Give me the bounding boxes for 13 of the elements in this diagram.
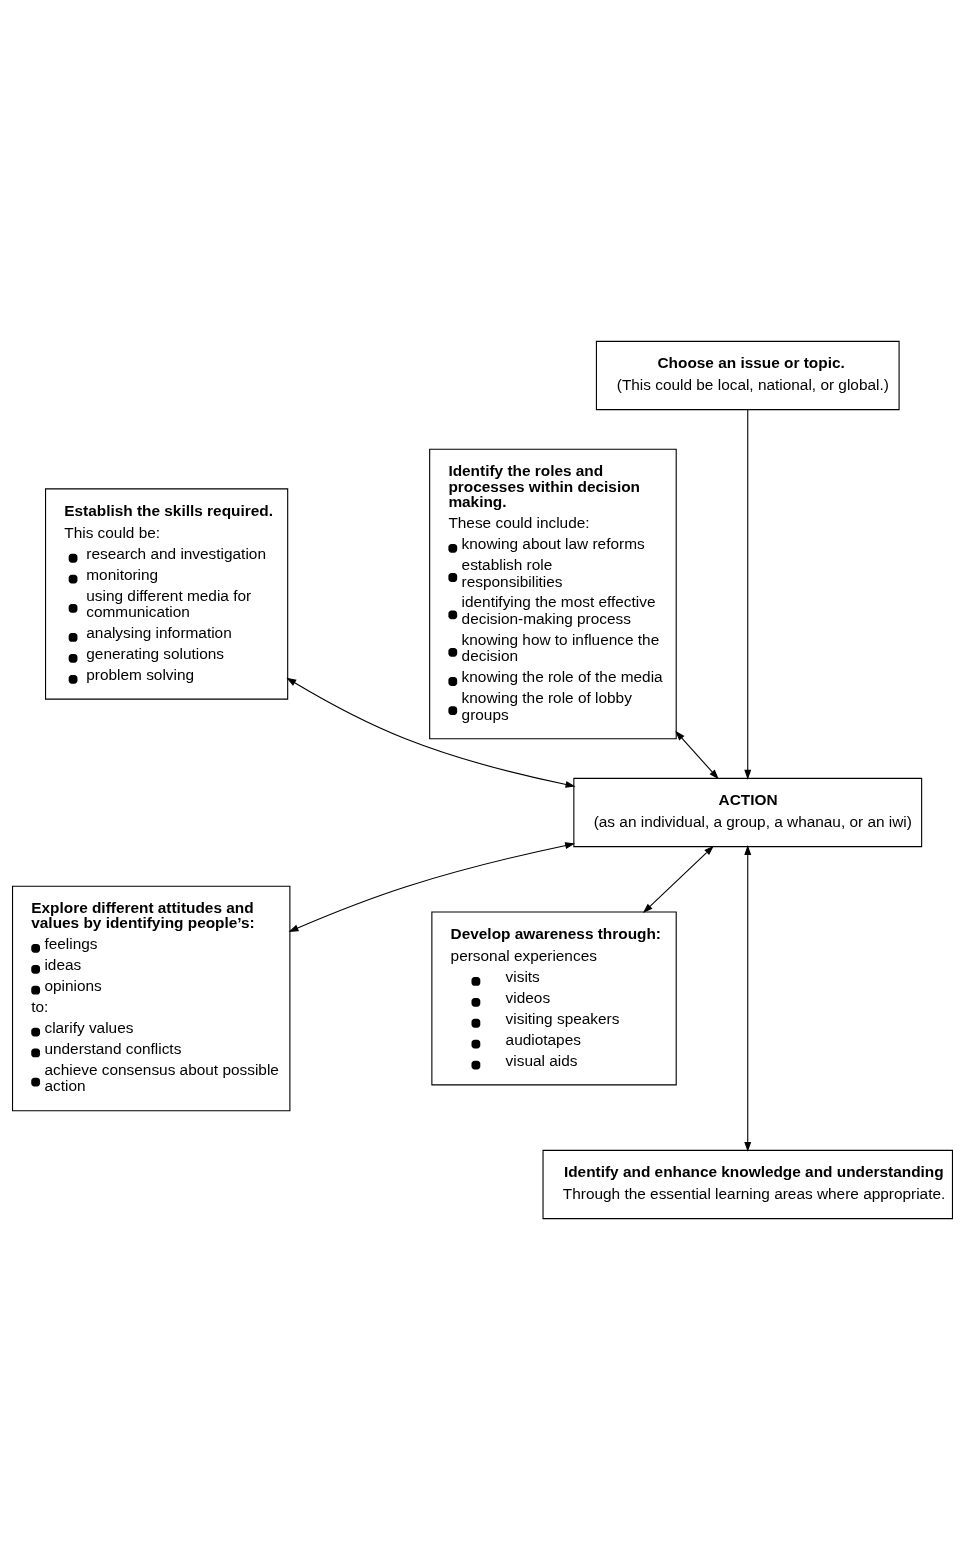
node-box: ACTION (as an individual, a group, a whanau, or an iwi) [573,777,923,848]
node-box: Develop awareness through: personal experiences visits videos visiting speakers audiotapes visual aids [431,911,677,1086]
node-box: Identify the roles and processes within decision making. These could include: knowing about law reforms establish role responsibilities identifying the most effective decision-making process knowing how to influence the decision knowing the role of the media knowing the role of lobby groups [429,448,677,740]
arrow [744,845,752,1152]
arrow [675,730,719,780]
arrow [744,409,752,780]
node-box: Choose an issue or topic. (This could be local, national, or global.) [595,340,900,411]
node-box: Explore different attitudes and values by identifying people’s: feelings ideas opinions to: clarify values understand conflicts achieve consensus about possible action [11,885,291,1112]
node-box: Establish the skills required. This could be: research and investigation monitoring using different media for communication analysing information generating solutions problem solving [45,488,289,700]
arrow [286,677,576,788]
arrow [288,842,576,932]
node-box: Identify and enhance knowledge and understanding Through the essential learning areas where appropriate. [542,1149,953,1220]
arrow [642,845,714,914]
